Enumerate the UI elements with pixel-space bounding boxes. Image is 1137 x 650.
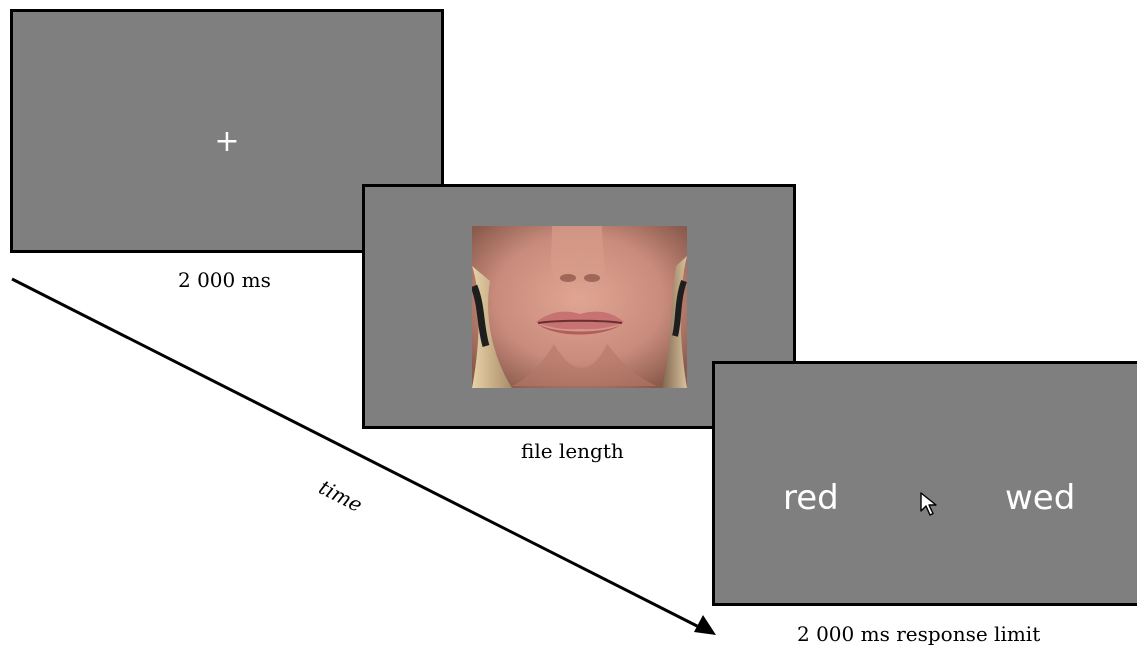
response-option-right[interactable]: wed [1005,478,1076,518]
response-option-left[interactable]: red [783,478,839,518]
video-duration-caption: file length [521,439,624,463]
fixation-cross: + [214,124,240,159]
talking-face-image [472,226,687,388]
video-stimulus-screen [362,184,796,429]
response-screen: red wed [712,361,1137,606]
fixation-duration-caption: 2 000 ms [178,268,271,292]
response-duration-caption: 2 000 ms response limit [797,622,1041,646]
mouse-pointer-icon [920,492,937,516]
